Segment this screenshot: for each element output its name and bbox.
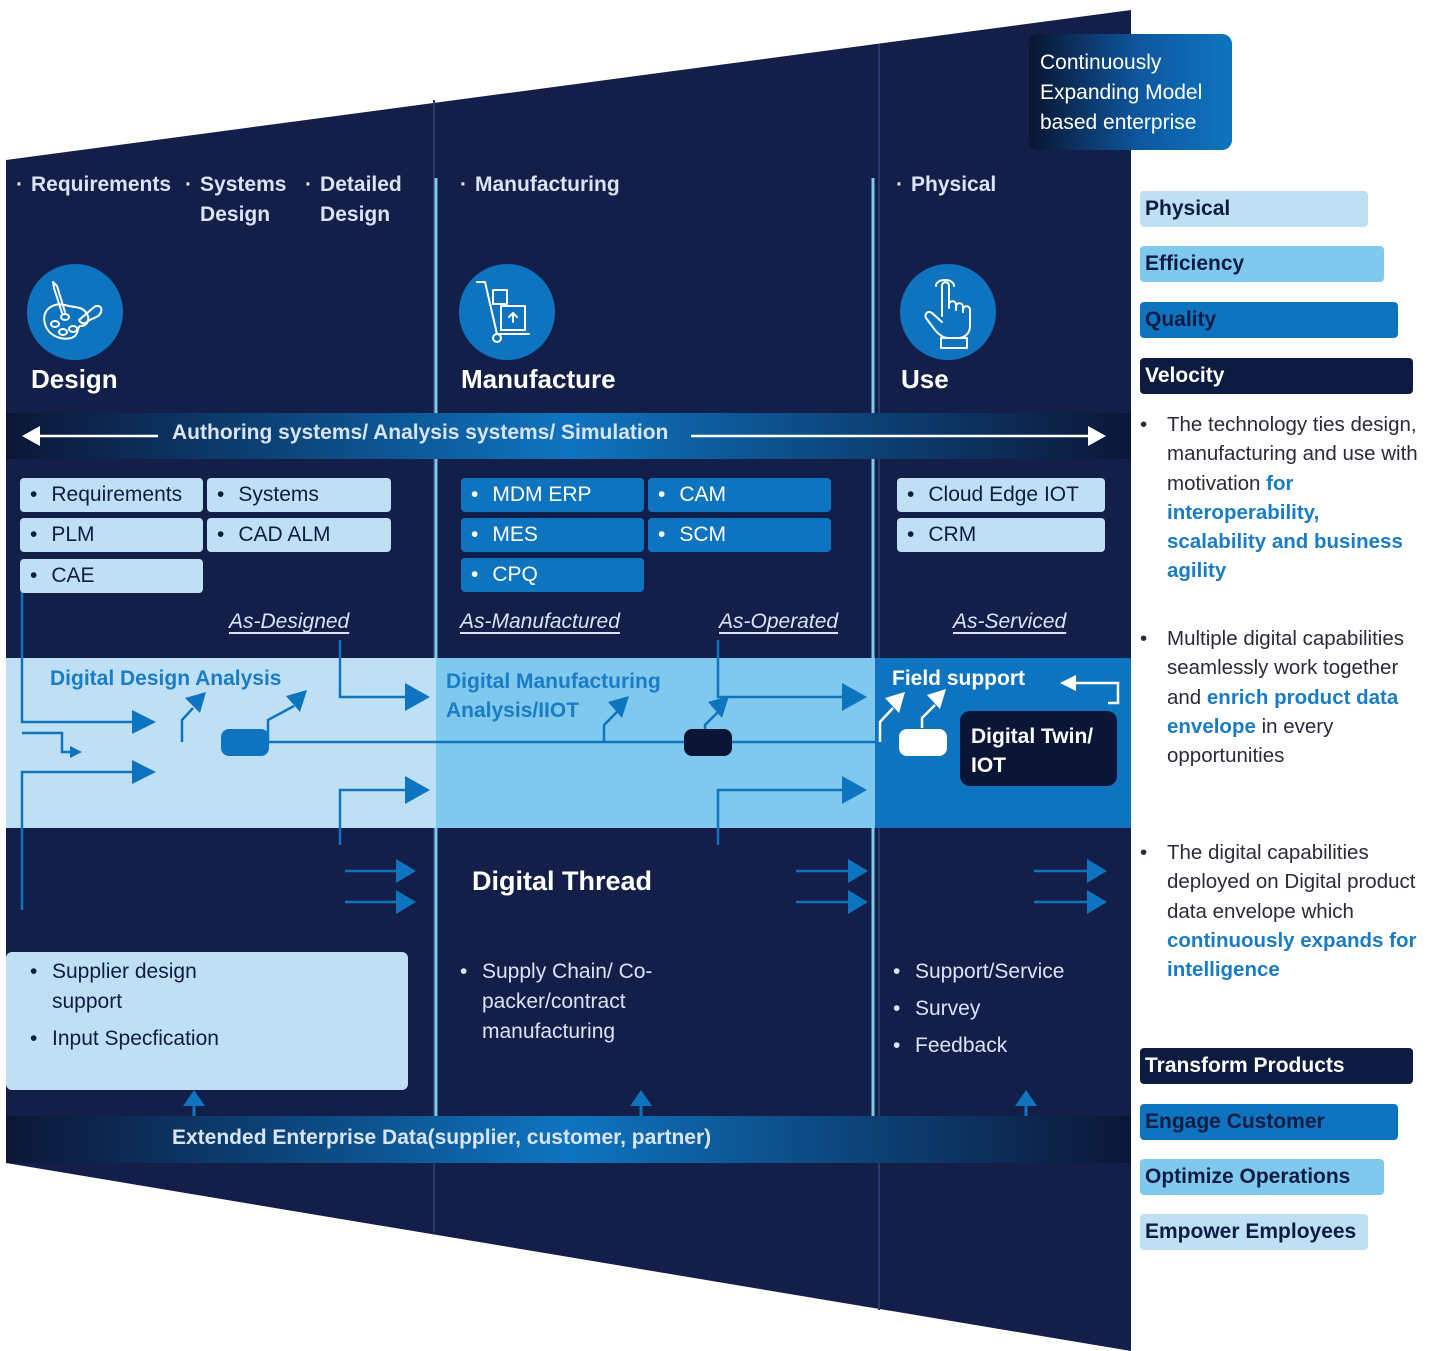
- stage-item: Manufacturing: [475, 173, 620, 196]
- description-3: •The digital capabilities deployed on Di…: [1140, 841, 1417, 982]
- extended-enterprise-label: Extended Enterprise Data(supplier, custo…: [172, 1126, 712, 1149]
- system-box: •PLM: [20, 518, 203, 552]
- connector: [338, 788, 405, 845]
- authoring-band-label: Authoring systems/ Analysis systems/ Sim…: [172, 421, 669, 444]
- supplier-list: •Supplier design support •Input Specfica…: [30, 957, 260, 1061]
- state-label: As-Manufactured: [460, 610, 620, 633]
- digital-twin-box: [960, 711, 1117, 786]
- stage-item: Detailed Design: [320, 173, 402, 226]
- thread-node-design: [221, 729, 269, 756]
- side-tag-velocity: Velocity: [1140, 358, 1413, 394]
- description-1: •The technology ties design, manufacturi…: [1140, 413, 1418, 583]
- system-box: •CAE: [20, 559, 203, 593]
- side-tag-quality: Quality: [1140, 302, 1398, 338]
- supply-chain-list: •Supply Chain/ Co-packer/contract manufa…: [460, 957, 730, 1054]
- stage-title-design: Design: [31, 364, 118, 394]
- use-stage-items: ·Physical: [896, 170, 1010, 200]
- service-list: •Support/Service •Survey •Feedback: [893, 957, 1113, 1068]
- state-label: As-Operated: [719, 610, 839, 633]
- connector: [716, 788, 848, 845]
- side-tag-optimize-operations: Optimize Operations: [1140, 1159, 1384, 1195]
- side-tag-transform-products: Transform Products: [1140, 1048, 1413, 1084]
- digital-twin-label: Digital Twin/ IOT: [971, 725, 1094, 777]
- connector: [338, 640, 405, 699]
- system-box: •Systems: [207, 478, 391, 512]
- stage-item: Physical: [911, 173, 997, 196]
- stage-title-manufacture: Manufacture: [461, 364, 616, 394]
- list-item: Supplier design support: [52, 960, 197, 1013]
- list-item: Supply Chain/ Co-packer/contract manufac…: [482, 960, 653, 1043]
- system-box: •CPQ: [461, 558, 644, 592]
- design-icon-circle: [27, 264, 123, 360]
- digital-thread-label: Digital Thread: [472, 866, 653, 896]
- connector: [20, 770, 135, 910]
- system-box: •CAM: [648, 478, 831, 512]
- list-item: Input Specfication: [52, 1027, 219, 1050]
- manufacture-stage-items: ·Manufacturing: [460, 170, 634, 200]
- list-item: Support/Service: [915, 960, 1065, 983]
- extended-enterprise-band: [6, 1116, 1131, 1163]
- list-item: Survey: [915, 997, 981, 1020]
- palette-brush-icon: [43, 281, 103, 340]
- thread-node-manufacture: [684, 729, 732, 756]
- thread-node-use: [899, 729, 947, 756]
- stage-item: Systems Design: [200, 173, 287, 226]
- stage-item: Requirements: [31, 173, 172, 196]
- manufacture-icon-circle: [459, 264, 555, 360]
- system-box: •Requirements: [20, 478, 203, 512]
- connector: [20, 590, 135, 724]
- side-tag-physical: Physical: [1140, 191, 1368, 227]
- side-tag-empower-employees: Empower Employees: [1140, 1214, 1368, 1250]
- use-icon-circle: [900, 264, 996, 360]
- system-box: •MDM ERP: [461, 478, 644, 512]
- system-box: •CRM: [897, 518, 1105, 552]
- system-box: •Cloud Edge IOT: [897, 478, 1105, 512]
- connector: [716, 640, 848, 699]
- state-label: As-Serviced: [953, 610, 1067, 633]
- pointing-hand-icon: [924, 279, 971, 349]
- connector: [180, 707, 194, 742]
- callout-text: Continuously Expanding Model based enter…: [1040, 51, 1203, 134]
- hand-truck-boxes-icon: [476, 281, 530, 343]
- system-box: •CAD ALM: [207, 518, 391, 552]
- callout-box: [1029, 34, 1232, 150]
- analysis-label-design: Digital Design Analysis: [50, 667, 282, 690]
- analysis-label-manufacture: Digital Manufacturing Analysis/IIOT: [446, 670, 661, 722]
- analysis-label-use: Field support: [892, 667, 1025, 690]
- side-tag-engage-customer: Engage Customer: [1140, 1104, 1398, 1140]
- stage-title-use: Use: [901, 364, 949, 394]
- side-tag-efficiency: Efficiency: [1140, 246, 1384, 282]
- list-item: Feedback: [915, 1034, 1008, 1057]
- system-box: •SCM: [648, 518, 831, 552]
- design-stage-items: ·Requirements ·Systems Design ·Detailed …: [16, 170, 419, 230]
- description-2: •Multiple digital capabilities seamlessl…: [1140, 627, 1405, 768]
- connector: [22, 731, 72, 754]
- system-box: •MES: [461, 518, 644, 552]
- supplier-box: [6, 952, 408, 1090]
- state-label: As-Designed: [229, 610, 350, 633]
- connector: [602, 711, 618, 742]
